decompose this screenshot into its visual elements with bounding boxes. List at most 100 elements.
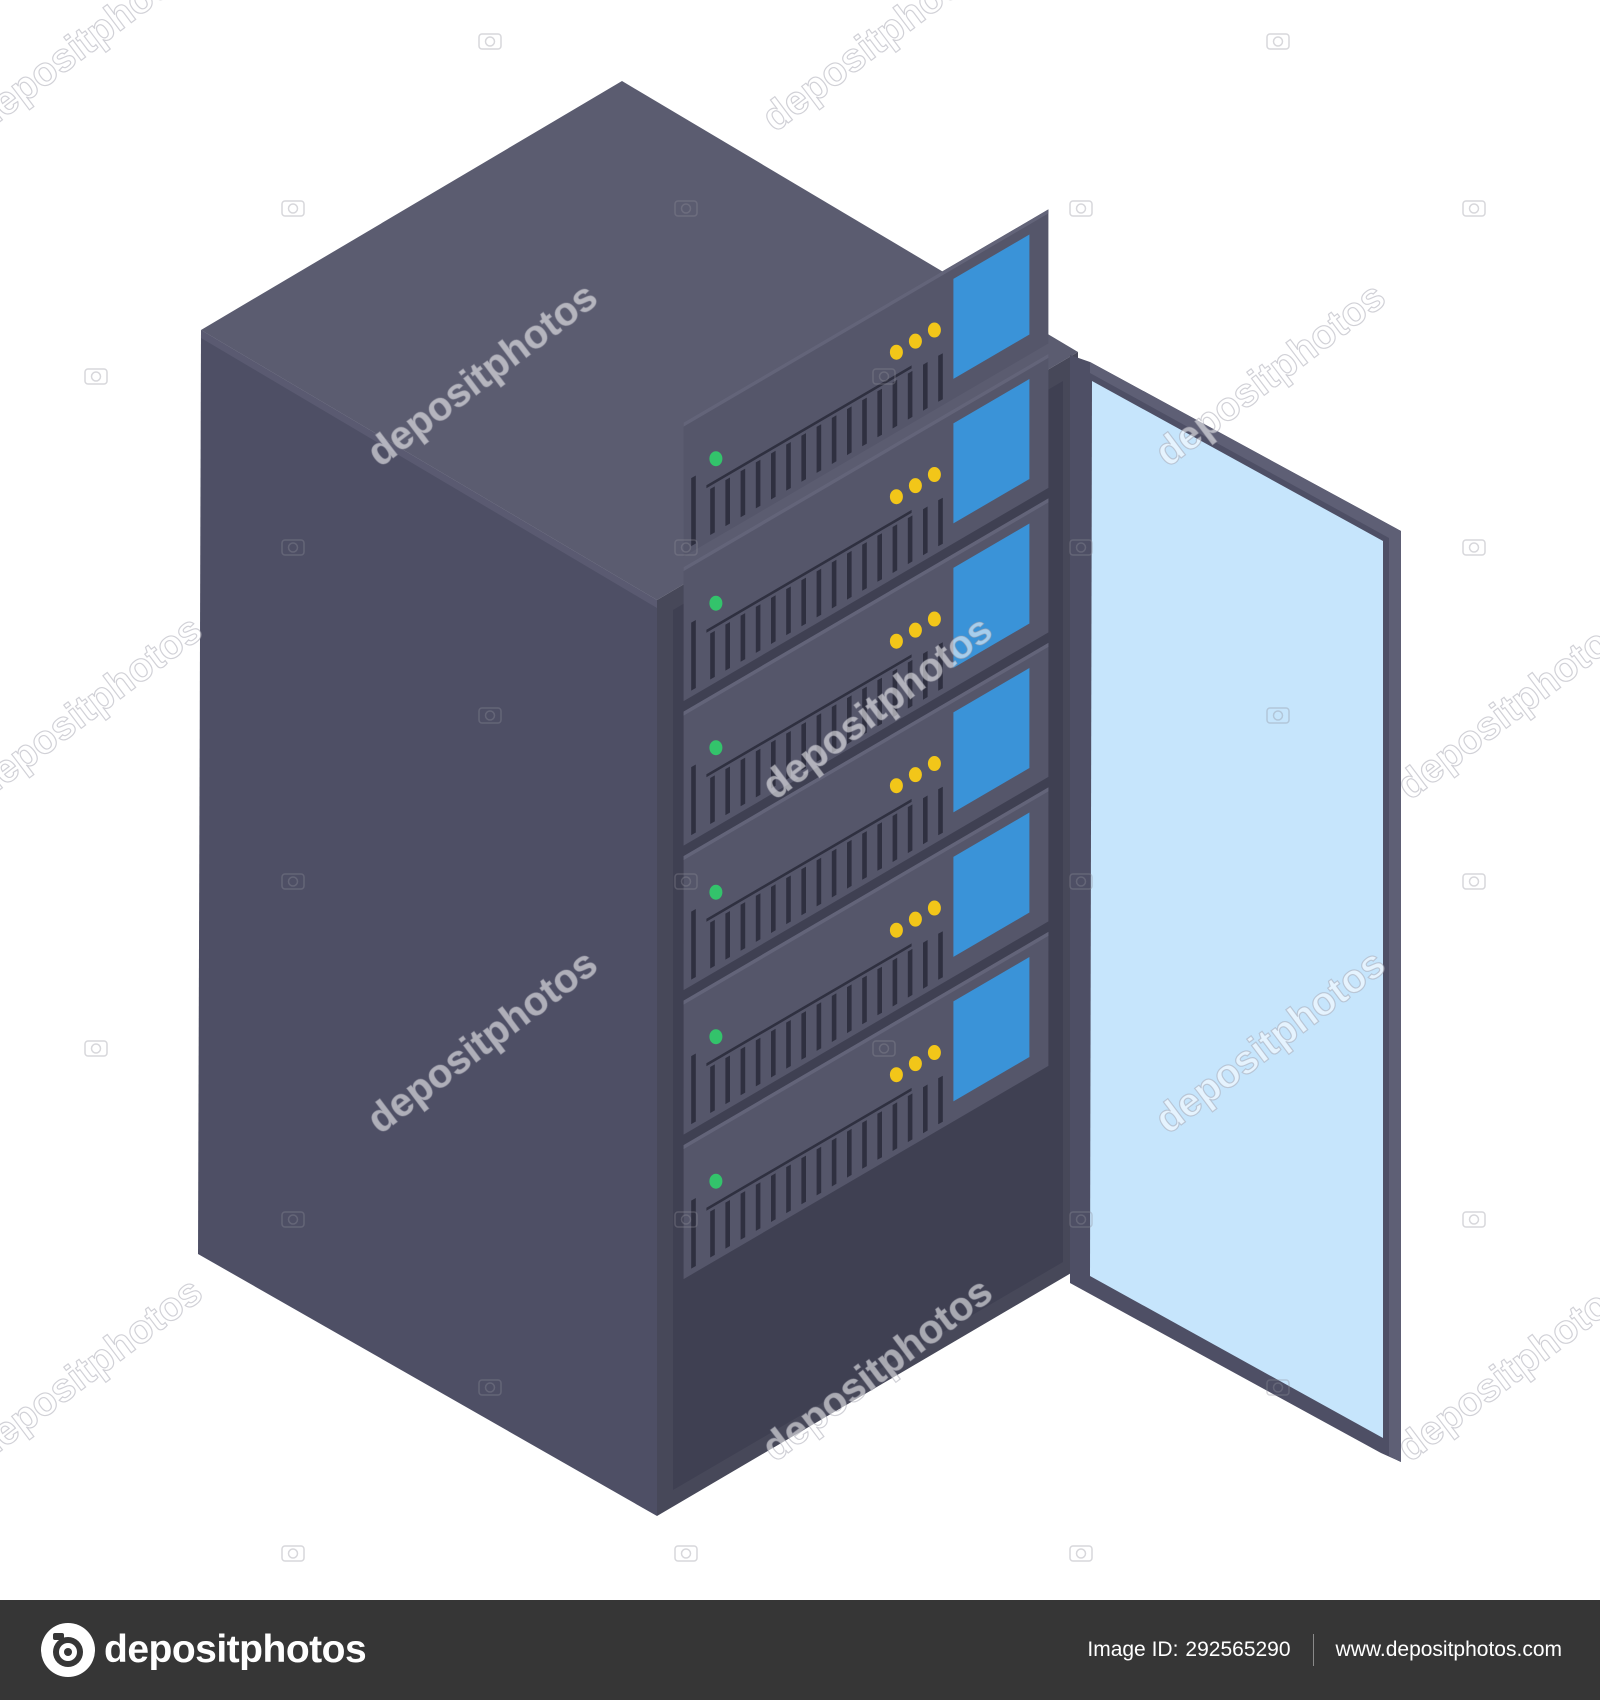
watermark-camera-icon [872,1040,896,1057]
camera-lens [90,1043,102,1054]
vent-slot [755,748,761,798]
camera-body [872,1040,896,1057]
camera-lens [287,1214,299,1225]
cabinet-top-edge-highlight [201,330,657,608]
camera-body [478,33,502,50]
vent-slot [771,1028,776,1078]
camera-lens [1075,1548,1087,1559]
camera-body [1069,200,1093,217]
camera-lens [1075,876,1087,887]
vent-slot [923,1084,928,1134]
green-led-icon [709,451,723,467]
watermark-camera-icon [1069,873,1093,890]
watermark-camera-icon [1266,707,1290,724]
vent-slot [755,1037,761,1087]
camera-lens [878,1043,890,1054]
vent-slot [786,731,791,780]
vent-slot [725,911,730,960]
blue-drive-panel [953,523,1030,668]
camera-body [281,1211,305,1228]
blue-drive-panel [953,234,1030,379]
vent-slot [938,642,943,691]
vent-slot [892,1102,898,1151]
vent-slot [786,586,791,636]
yellow-led-icon [889,1067,903,1083]
yellow-led-icon [927,756,941,772]
watermark-text: depositphotos [1389,607,1600,808]
camera-body [281,539,305,556]
watermark-camera-icon [1462,539,1486,556]
camera-body [478,707,502,724]
vent-slot [877,966,882,1016]
camera-body [872,368,896,385]
camera-body [281,1545,305,1562]
watermark-camera-icon [872,368,896,385]
vent-rail-line [706,798,912,922]
vent-slot [691,909,696,980]
watermark-text: depositphotos [1389,1269,1600,1470]
camera-lens [680,876,692,887]
camera-body [1462,873,1486,890]
vent-slot [831,704,837,753]
watermark-camera-icon [1069,1211,1093,1228]
watermark-camera-icon [1462,200,1486,217]
vent-slot [847,406,852,456]
footer-brand: depositphotos [40,1622,367,1678]
camera-lens [680,1214,692,1225]
vent-slot [892,524,898,573]
yellow-led-icon [908,767,922,783]
vent-slot [907,1093,913,1143]
vent-slot [816,857,822,907]
watermark-camera-icon [281,1545,305,1562]
watermark-camera-icon [281,200,305,217]
vent-slot [771,1173,776,1222]
vent-slot [892,813,898,862]
yellow-led-icon [889,778,903,794]
vent-slot [771,884,776,933]
website-link[interactable]: www.depositphotos.com [1335,1638,1562,1661]
vent-slot [755,893,761,942]
camera-logo-icon [41,1623,95,1677]
vent-slot [938,931,943,980]
vent-slot [740,902,746,951]
camera-body [1266,1379,1290,1396]
green-led-icon [709,1173,723,1189]
watermark-camera-icon [1069,1545,1093,1562]
camera-lens [1272,1382,1284,1393]
vent-slot [725,477,730,527]
footer-meta: Image ID: 292565290 www.depositphotos.co… [1087,1600,1562,1700]
vent-slot [755,604,761,653]
camera-body [674,1211,698,1228]
vent-slot [710,1208,715,1258]
vent-slot [691,1198,696,1269]
server-unit [683,498,1049,846]
vent-slot [877,677,882,727]
watermark-camera-icon [1069,200,1093,217]
camera-lens [1075,203,1087,214]
watermark-camera-icon [281,539,305,556]
watermark-text: depositphotos [0,607,210,808]
watermark-camera-icon [674,200,698,217]
camera-body [1069,1545,1093,1562]
camera-lens [1272,710,1284,721]
yellow-led-icon [889,922,903,938]
green-led-icon [709,884,723,900]
vent-slot [816,568,822,618]
server-units [683,209,1049,1280]
vent-slot [862,1120,867,1169]
camera-body [1266,33,1290,50]
green-led-icon [709,740,723,756]
watermark-camera-icon [1462,1211,1486,1228]
yellow-led-icon [908,333,922,349]
vent-slot [831,559,837,609]
vent-slot [771,450,776,500]
image-id-value: 292565290 [1185,1638,1291,1661]
yellow-led-icon [927,467,941,483]
vent-slot [892,668,898,718]
vent-slot [862,542,867,591]
camera-body [478,1379,502,1396]
vent-slot [725,1055,730,1105]
camera-lens [680,542,692,553]
